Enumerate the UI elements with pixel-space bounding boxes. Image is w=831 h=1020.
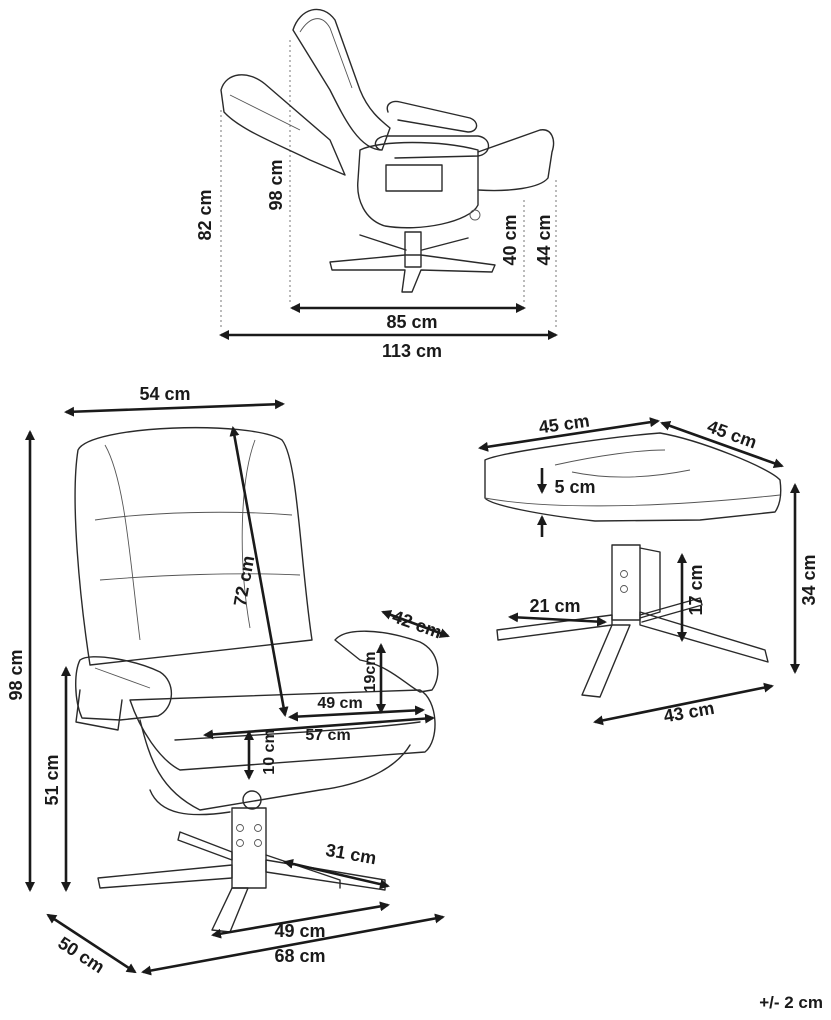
- tolerance-note: +/- 2 cm: [759, 993, 823, 1012]
- backrest-length-72-label: 72 cm: [230, 554, 259, 608]
- seat-depth-57-label: 57 cm: [305, 727, 350, 744]
- chair-height-98-label: 98 cm: [6, 649, 26, 700]
- recliner-height-98-label: 98 cm: [266, 159, 286, 210]
- recliner-depth-85-label: 85 cm: [386, 312, 437, 332]
- footrest-height-40-label: 40 cm: [500, 214, 520, 265]
- recliner-side-view: 85 cm 113 cm 82 cm 98 cm 40 cm 44 cm: [195, 8, 558, 361]
- footrest-height-44-label: 44 cm: [534, 214, 554, 265]
- armrest-height-19-label: 19cm: [362, 652, 379, 693]
- base-leg-31-label: 31 cm: [324, 840, 378, 869]
- chair-front-view: 54 cm 98 cm 51 cm 72 cm 42 cm 19cm 49 cm…: [6, 384, 450, 978]
- seat-thickness-10-label: 10 cm: [261, 729, 278, 774]
- armrest-length-42-label: 42 cm: [390, 606, 445, 642]
- ottoman-leg-21-label: 21 cm: [529, 596, 580, 616]
- recliner-height-82-label: 82 cm: [195, 189, 215, 240]
- ottoman-base-43-label: 43 cm: [662, 698, 716, 727]
- recliner-depth-113-label: 113 cm: [382, 341, 442, 361]
- backrest-width-54-label: 54 cm: [139, 384, 190, 404]
- cushion-thickness-5-label: 5 cm: [554, 477, 595, 497]
- armrest-height-51-label: 51 cm: [42, 754, 62, 805]
- base-width-49-label: 49 cm: [274, 921, 325, 941]
- seat-width-49-label: 49 cm: [317, 695, 362, 712]
- ottoman-view: 45 cm 45 cm 5 cm 34 cm 21 cm 17 cm 43 cm: [478, 411, 819, 727]
- chair-width-68-label: 68 cm: [274, 946, 325, 966]
- ottoman-height-34-label: 34 cm: [799, 554, 819, 605]
- ottoman-column-17-label: 17 cm: [686, 564, 706, 615]
- chair-depth-50-label: 50 cm: [54, 933, 108, 978]
